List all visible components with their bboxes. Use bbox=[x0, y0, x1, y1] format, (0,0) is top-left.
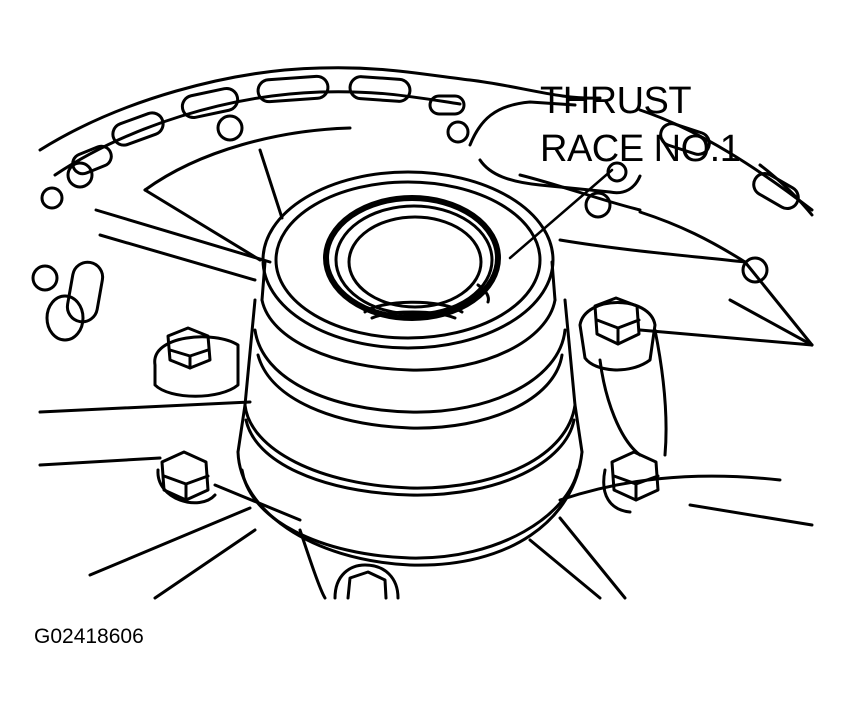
rim-holes bbox=[31, 114, 769, 342]
figure-id-label: G02418606 bbox=[34, 625, 144, 648]
stator-shaft-stack bbox=[236, 260, 584, 567]
rim-slots bbox=[65, 74, 800, 324]
race-recess-outline bbox=[468, 100, 642, 195]
pump-body-ribs bbox=[38, 126, 814, 600]
bolt-lower-left bbox=[156, 450, 217, 505]
pump-body-outer-rim bbox=[38, 66, 814, 217]
callout-label-line-2: RACE NO.1 bbox=[540, 128, 741, 170]
callout-label-line-1: THRUST bbox=[540, 80, 692, 122]
bolt-upper-right bbox=[578, 296, 668, 457]
bolt-bottom-center bbox=[333, 563, 400, 600]
bolt-lower-right bbox=[602, 450, 660, 514]
bolt-upper-left bbox=[153, 326, 240, 398]
callout-leader-line bbox=[508, 168, 614, 260]
thrust-race-rings bbox=[261, 170, 555, 350]
